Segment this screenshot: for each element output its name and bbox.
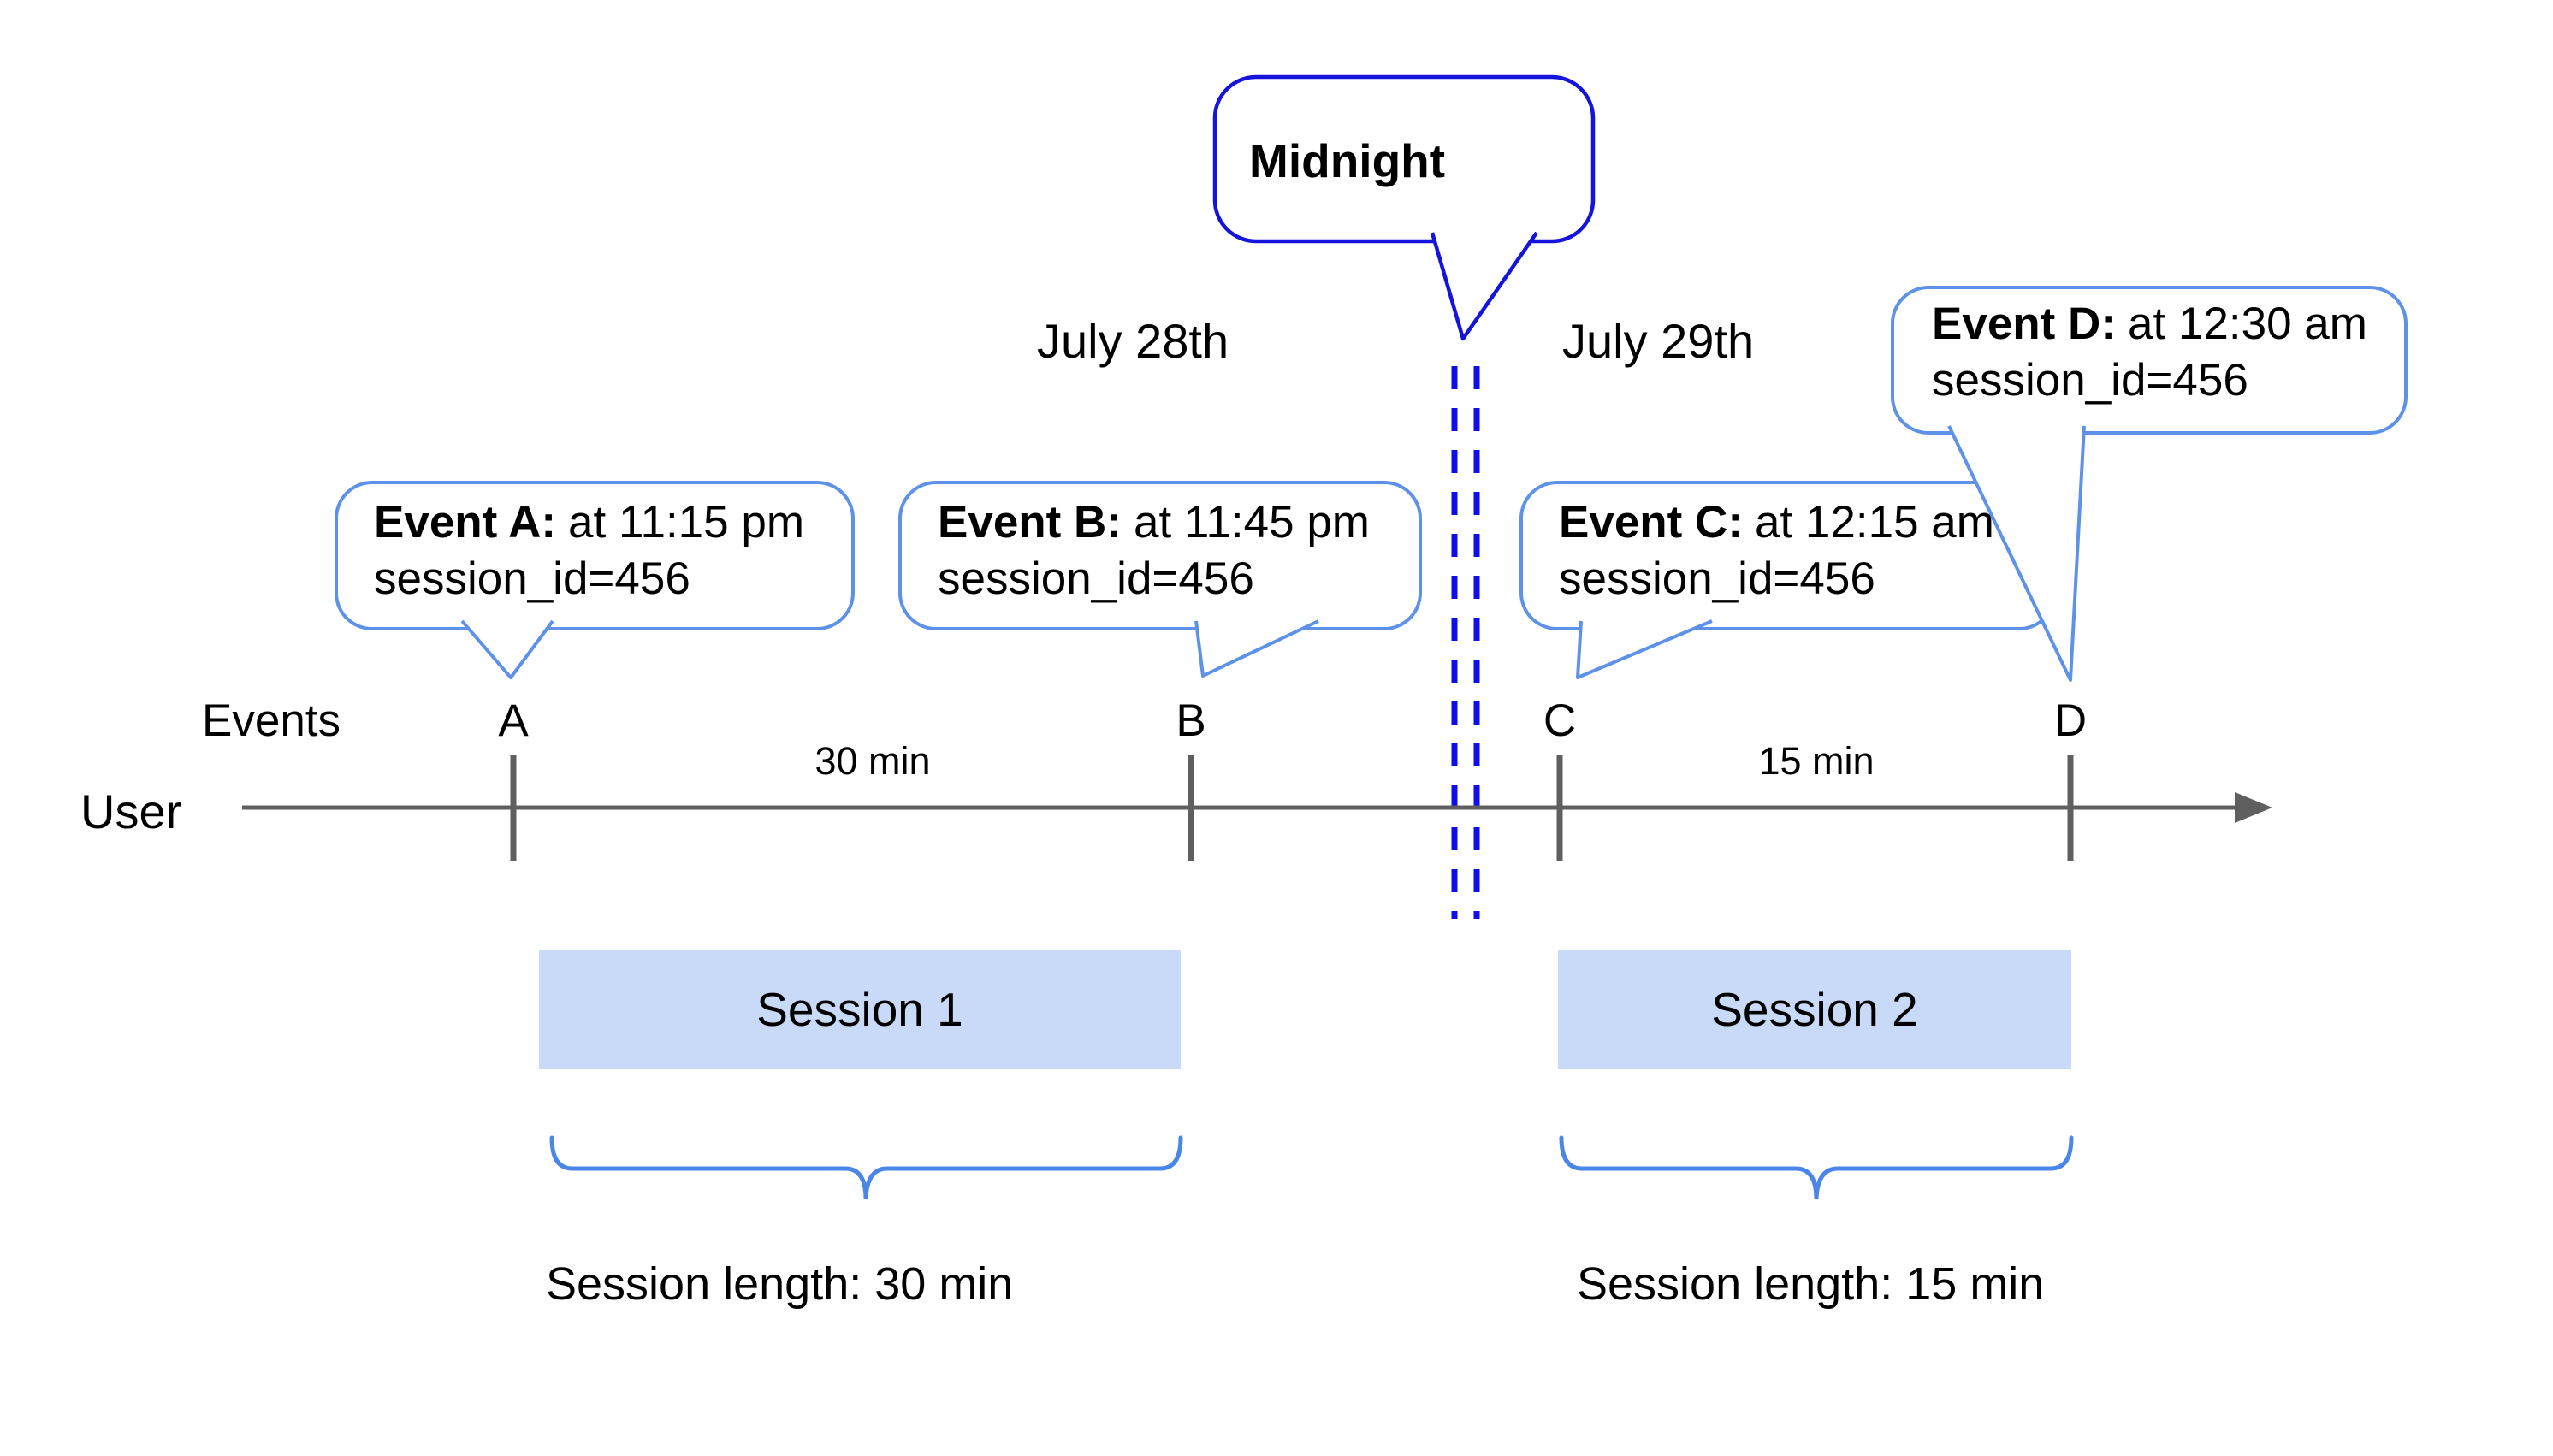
event-c-time: at 12:15 am [1754,497,1994,547]
session-2-brace [1559,1135,2074,1200]
interval-ab-label: 30 min [814,739,931,783]
midnight-label: Midnight [1249,134,1446,187]
event-d-bubble-tail [1947,425,2086,682]
date-july-29-label: July 29th [1562,314,1755,368]
midnight-bubble-tail [1430,231,1538,341]
session-2-box: Session 2 [1558,950,2071,1069]
event-b-title: Event B: [938,497,1122,547]
event-d-bubble [1891,286,2408,682]
event-a-bubble-tail [460,619,554,679]
event-c-callout-text: Event C:at 12:15 am session_id=456 [1559,494,1994,607]
interval-cd-label: 15 min [1758,739,1875,783]
event-c-title: Event C: [1559,497,1743,547]
event-b-bubble-body [898,481,1422,630]
event-b-line1: Event B:at 11:45 pm [938,494,1370,551]
tick-label-b: B [1176,695,1206,746]
event-c-line1: Event C:at 12:15 am [1559,494,1994,551]
session-1-length-label: Session length: 30 min [546,1258,1014,1310]
midnight-bubble-body [1212,74,1596,244]
event-d-session-id: session_id=456 [1932,355,2248,405]
session-2-label: Session 2 [1711,983,1918,1036]
timeline-arrowhead-icon [2235,792,2272,823]
events-axis-label: Events [202,695,341,746]
event-a-line1: Event A:at 11:15 pm [374,494,804,551]
tick-label-a: A [498,695,529,746]
session-1-label: Session 1 [756,983,963,1036]
session-2-length-label: Session length: 15 min [1577,1258,2045,1310]
event-d-time: at 12:30 am [2127,299,2367,349]
user-axis-label: User [80,784,182,838]
event-d-bubble-body [1891,286,2408,435]
event-b-time: at 11:45 pm [1133,497,1370,547]
event-d-callout-text: Event D:at 12:30 am session_id=456 [1932,296,2367,409]
event-c-session-id: session_id=456 [1559,553,1875,604]
event-a-bubble [335,481,855,679]
tick-label-d: D [2053,695,2088,746]
event-d-line1: Event D:at 12:30 am [1932,296,2367,352]
date-july-28-label: July 28th [1037,314,1229,368]
event-d-title: Event D: [1932,299,2116,349]
event-a-bubble-body [335,481,855,630]
event-a-session-id: session_id=456 [374,553,690,604]
event-a-callout-text: Event A:at 11:15 pm session_id=456 [374,494,804,607]
event-b-bubble [898,481,1422,678]
event-b-callout-text: Event B:at 11:45 pm session_id=456 [938,494,1370,607]
midnight-bubble [1212,74,1596,341]
event-a-title: Event A: [374,497,557,547]
event-b-session-id: session_id=456 [938,553,1254,604]
tick-label-c: C [1543,695,1577,746]
event-b-bubble-tail [1194,619,1319,678]
event-c-bubble-tail [1576,619,1713,679]
event-a-time: at 11:15 pm [568,497,804,547]
session-1-box: Session 1 [539,950,1181,1069]
session-1-brace [549,1135,1183,1200]
